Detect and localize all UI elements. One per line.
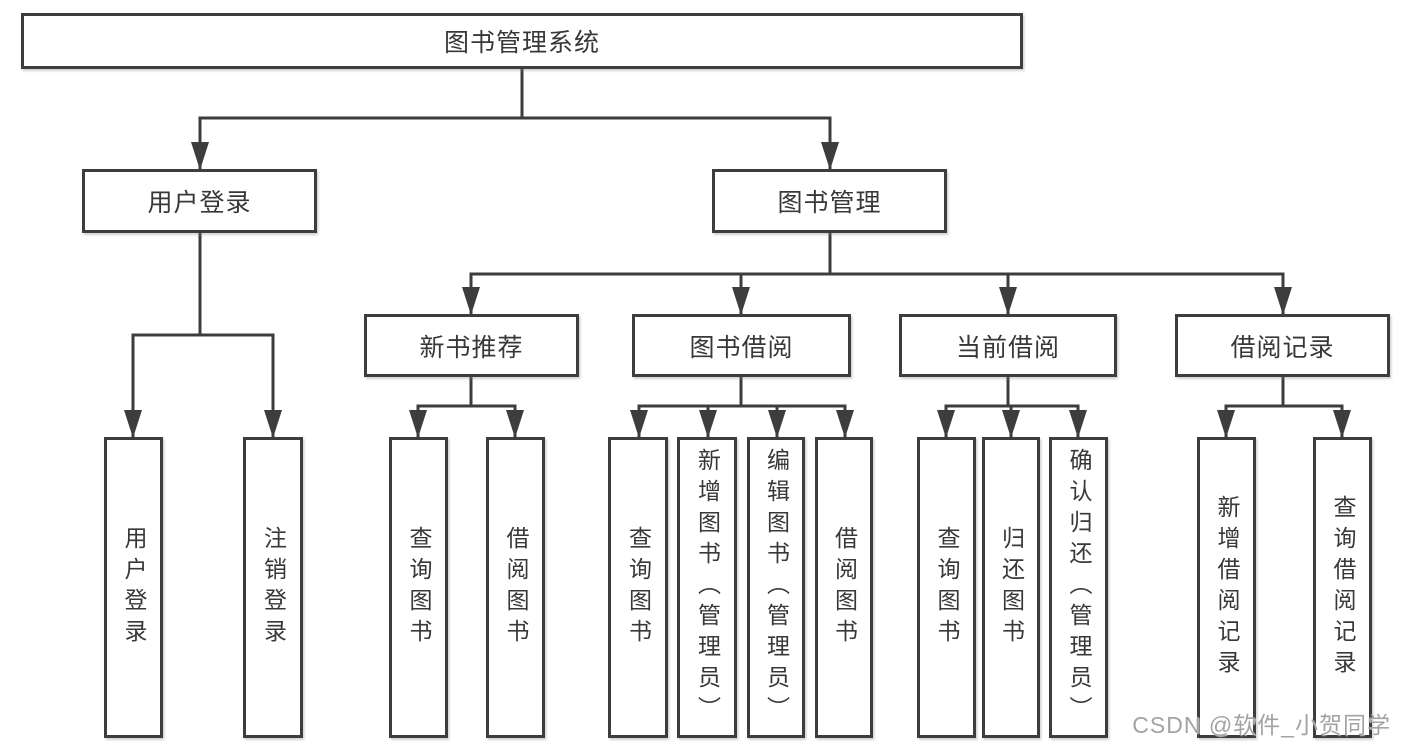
- node-book-borrowing: 图书借阅: [632, 314, 851, 377]
- leaf-borrow-books-borrowing: 借阅图书: [815, 437, 873, 738]
- leaf-label: 查询图书: [625, 525, 652, 650]
- node-user-login: 用户登录: [82, 169, 317, 233]
- leaf-query-books-current: 查询图书: [917, 437, 976, 738]
- leaf-label: 借阅图书: [503, 525, 529, 650]
- leaf-label: 编辑图书（管理员）: [763, 448, 790, 727]
- leaf-label: 注销登录: [260, 525, 287, 650]
- leaf-label: 借阅图书: [831, 525, 858, 650]
- node-label: 图书借阅: [689, 333, 794, 362]
- leaf-add-borrow-record: 新增借阅记录: [1197, 437, 1256, 738]
- leaf-label: 查询图书: [406, 525, 432, 650]
- node-label: 用户登录: [147, 189, 252, 217]
- leaf-add-books-admin: 新增图书（管理员）: [677, 437, 737, 738]
- node-current-borrowing: 当前借阅: [899, 314, 1117, 377]
- leaf-logout: 注销登录: [243, 437, 303, 738]
- csdn-watermark: CSDN @软件_小贺同学: [1132, 712, 1391, 738]
- node-label: 图书管理: [777, 189, 882, 217]
- leaf-label: 归还图书: [998, 525, 1025, 650]
- node-label: 新书推荐: [419, 333, 524, 362]
- leaf-label: 确认归还（管理员）: [1066, 448, 1092, 727]
- node-label: 借阅记录: [1230, 333, 1335, 362]
- leaf-edit-books-admin: 编辑图书（管理员）: [747, 437, 805, 738]
- leaf-label: 查询图书: [934, 525, 960, 650]
- leaf-query-borrow-record: 查询借阅记录: [1313, 437, 1372, 738]
- leaf-user-login: 用户登录: [104, 437, 163, 738]
- leaf-label: 新增借阅记录: [1214, 494, 1240, 681]
- node-label: 当前借阅: [955, 333, 1060, 362]
- leaf-query-books-recommend: 查询图书: [389, 437, 448, 738]
- node-borrowing-records: 借阅记录: [1175, 314, 1390, 377]
- node-book-management: 图书管理: [712, 169, 947, 233]
- node-label: 图书管理系统: [443, 29, 600, 57]
- leaf-label: 用户登录: [121, 525, 147, 650]
- node-new-book-recommendation: 新书推荐: [364, 314, 579, 377]
- leaf-return-books: 归还图书: [982, 437, 1040, 738]
- leaf-borrow-books-recommend: 借阅图书: [486, 437, 545, 738]
- node-library-management-system: 图书管理系统: [21, 13, 1023, 69]
- leaf-label: 新增图书（管理员）: [694, 448, 721, 727]
- leaf-confirm-return-admin: 确认归还（管理员）: [1049, 437, 1108, 738]
- leaf-query-books-borrowing: 查询图书: [608, 437, 668, 738]
- leaf-label: 查询借阅记录: [1330, 494, 1356, 681]
